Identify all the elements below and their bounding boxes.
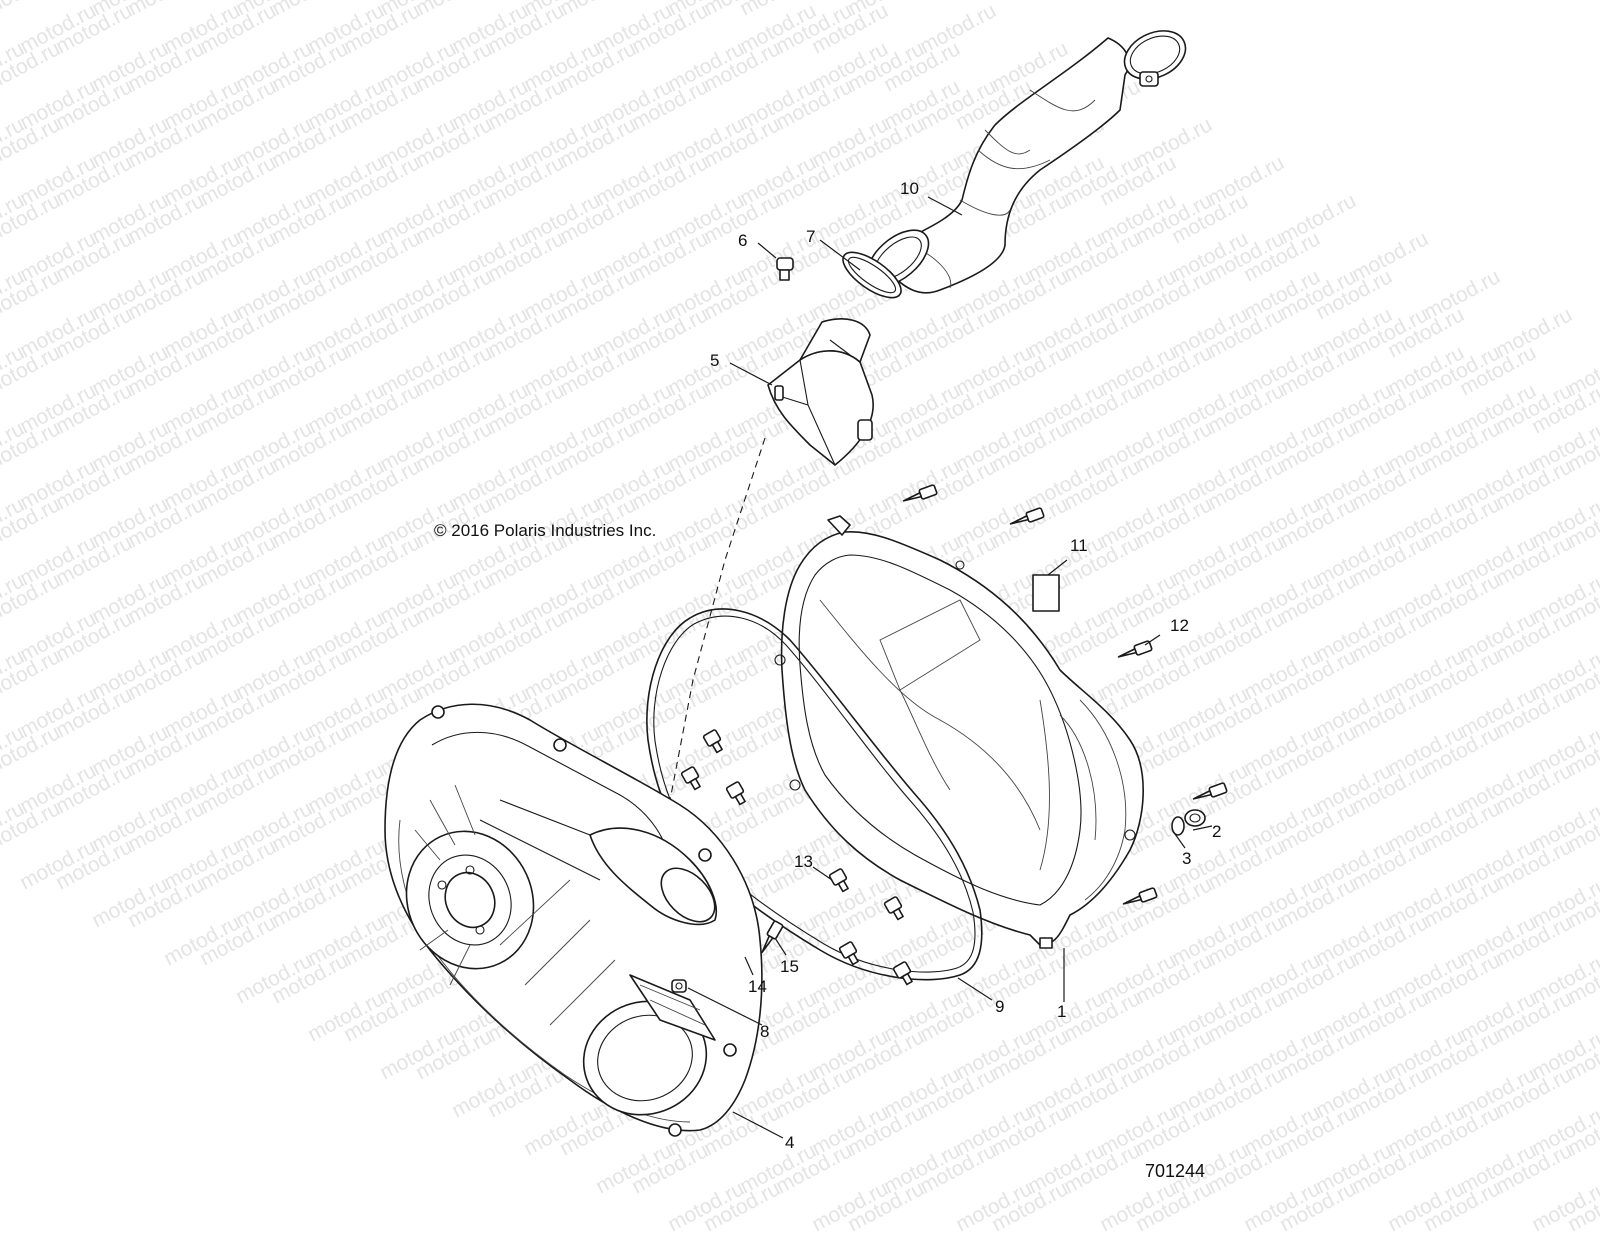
label-decal bbox=[1032, 574, 1060, 612]
o-ring bbox=[1171, 816, 1185, 836]
callout-1: 1 bbox=[1057, 1002, 1067, 1021]
callout-7: 7 bbox=[806, 227, 816, 246]
hose-clamp-ring bbox=[842, 251, 902, 299]
callout-12: 12 bbox=[1170, 616, 1189, 635]
callout-10: 10 bbox=[900, 179, 919, 198]
callout-14: 14 bbox=[748, 977, 767, 996]
callout-11: 11 bbox=[1070, 536, 1088, 555]
outer-clutch-cover bbox=[384, 703, 763, 1137]
callout-3: 3 bbox=[1182, 849, 1192, 868]
cover-nut bbox=[671, 979, 687, 993]
long-screws bbox=[761, 484, 1228, 954]
callout-2: 2 bbox=[1212, 822, 1222, 841]
leader-lines bbox=[687, 196, 1213, 1139]
callout-5: 5 bbox=[710, 351, 720, 370]
inner-clutch-cover bbox=[774, 515, 1144, 949]
callout-15: 15 bbox=[780, 957, 799, 976]
callout-4: 4 bbox=[785, 1133, 795, 1152]
duct-clamp bbox=[1123, 30, 1187, 87]
callout-8: 8 bbox=[760, 1022, 770, 1041]
callout-6: 6 bbox=[738, 231, 748, 250]
gasket bbox=[646, 608, 983, 981]
duct-adapter bbox=[767, 318, 874, 466]
callout-13: 13 bbox=[794, 852, 813, 871]
intake-duct bbox=[866, 37, 1130, 294]
gasket-inner-edge bbox=[653, 615, 976, 973]
exploded-view-drawing bbox=[384, 30, 1228, 1139]
drawing-number: 701244 bbox=[1145, 1161, 1206, 1181]
copyright-notice: © 2016 Polaris Industries Inc. bbox=[434, 521, 657, 540]
alignment-line bbox=[649, 437, 766, 906]
callout-9: 9 bbox=[995, 997, 1005, 1016]
adapter-screw bbox=[776, 257, 794, 281]
drain-plug bbox=[1184, 809, 1206, 827]
